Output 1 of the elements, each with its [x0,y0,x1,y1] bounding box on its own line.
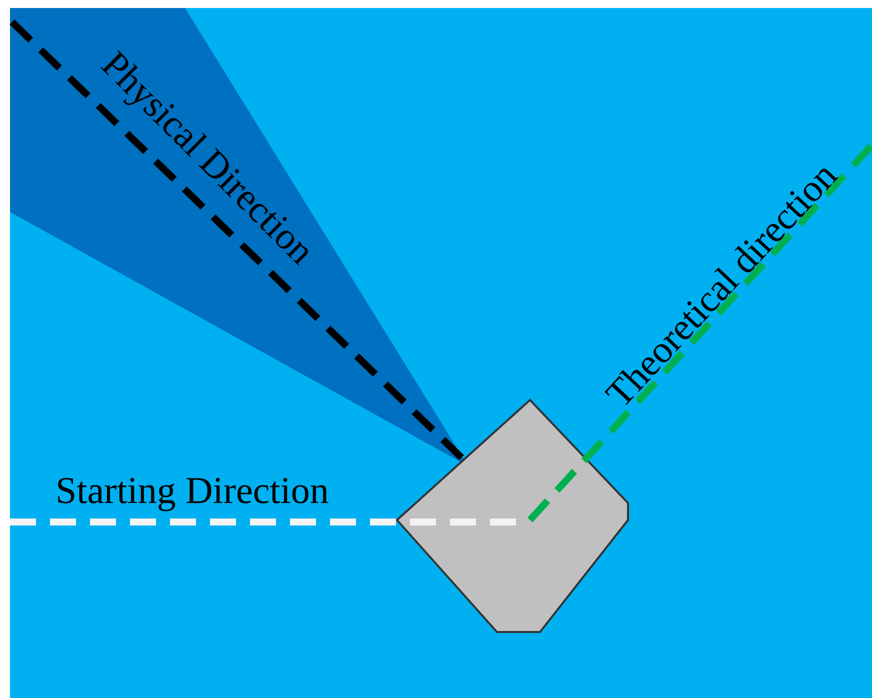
direction-label: Starting Direction [56,472,329,510]
